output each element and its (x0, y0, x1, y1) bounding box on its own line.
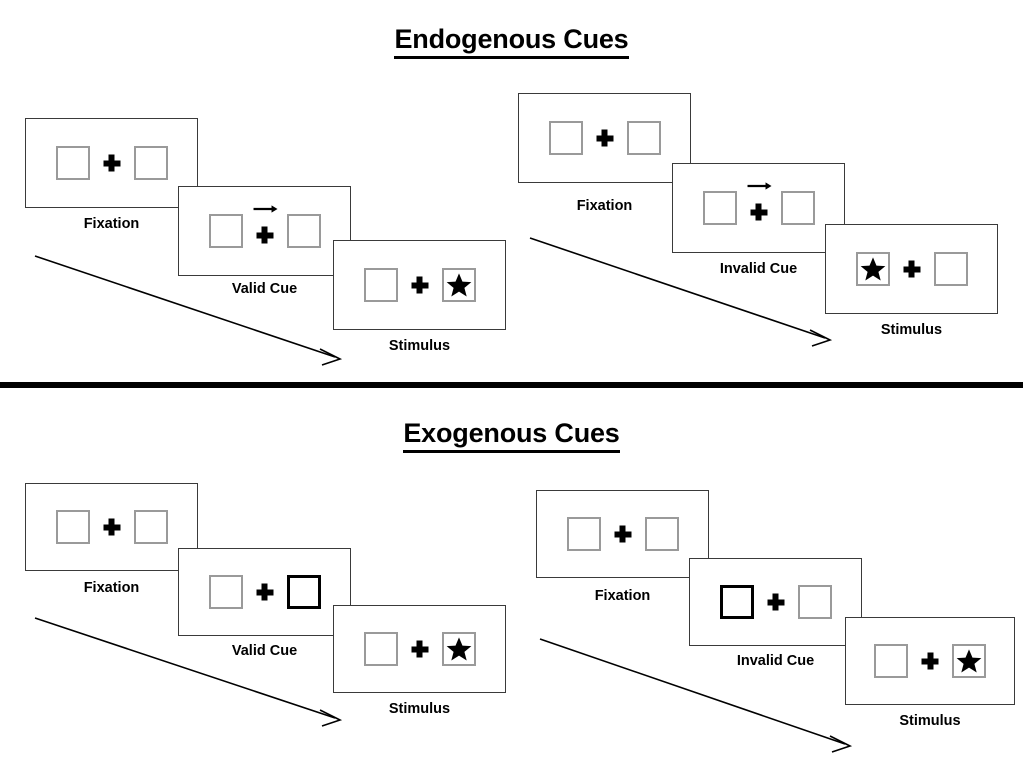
left-box (566, 517, 601, 551)
caption-endogenous-valid-stimulus: Stimulus (388, 338, 451, 354)
fixation-cross-icon (256, 226, 273, 244)
caption-endogenous-valid-cue: Valid Cue (231, 281, 298, 297)
center-column (908, 637, 952, 685)
center-column (90, 503, 134, 551)
section-title-endogenous-text: Endogenous Cues (394, 24, 629, 59)
center-column (583, 114, 627, 162)
trial-frame-exogenous-invalid-fixation (536, 490, 709, 578)
star-icon (860, 256, 886, 282)
caption-endogenous-invalid-stimulus: Stimulus (880, 322, 943, 338)
fixation-cross-icon (903, 260, 920, 278)
left-box (363, 268, 398, 302)
left-box (874, 644, 908, 678)
trial-frame-endogenous-valid-stimulus (333, 240, 506, 330)
caption-endogenous-valid-fixation: Fixation (83, 216, 140, 232)
caption-exogenous-valid-cue: Valid Cue (231, 643, 298, 659)
center-column (243, 568, 287, 616)
fixation-cross-icon (411, 276, 428, 294)
caption-exogenous-valid-stimulus: Stimulus (388, 701, 451, 717)
fixation-cross-icon (103, 154, 120, 172)
star-icon (446, 636, 472, 662)
left-box (208, 214, 243, 248)
right-box (780, 191, 815, 225)
star-icon (956, 648, 982, 674)
star-icon (446, 272, 472, 298)
fixation-cross-icon (614, 525, 631, 543)
right-box (626, 121, 661, 155)
frame-contents (537, 491, 708, 577)
frame-contents (179, 187, 350, 275)
trial-frame-endogenous-invalid-fixation (518, 93, 691, 183)
left-box (702, 191, 737, 225)
section-title-exogenous: Exogenous Cues (0, 418, 1023, 453)
trial-frame-exogenous-valid-fixation (25, 483, 198, 571)
arrow-right-cue-icon (746, 181, 772, 191)
frame-contents (179, 549, 350, 635)
right-box (952, 644, 986, 678)
left-box (548, 121, 583, 155)
right-box-cued (286, 575, 321, 609)
trial-frame-endogenous-valid-fixation (25, 118, 198, 208)
right-box (797, 585, 832, 619)
center-column (90, 139, 134, 187)
caption-exogenous-invalid-fixation: Fixation (594, 588, 651, 604)
left-box-cued (719, 585, 754, 619)
frame-contents (519, 94, 690, 182)
trial-frame-exogenous-invalid-cue (689, 558, 862, 646)
left-box (208, 575, 243, 609)
right-box (644, 517, 679, 551)
trial-frame-exogenous-valid-stimulus (333, 605, 506, 693)
center-column (754, 578, 798, 626)
section-title-exogenous-text: Exogenous Cues (403, 418, 620, 453)
center-column (398, 625, 442, 673)
right-box (933, 252, 968, 286)
trial-frame-endogenous-valid-cue (178, 186, 351, 276)
trial-frame-endogenous-invalid-cue (672, 163, 845, 253)
fixation-cross-icon (750, 203, 767, 221)
frame-contents (673, 164, 844, 252)
frame-contents (26, 484, 197, 570)
right-box (133, 510, 168, 544)
fixation-cross-icon (256, 583, 273, 601)
section-divider (0, 382, 1023, 388)
fixation-cross-icon (921, 652, 939, 670)
center-column (243, 204, 287, 255)
frame-contents (26, 119, 197, 207)
fixation-cross-icon (596, 129, 613, 147)
left-box (855, 252, 890, 286)
trial-frame-exogenous-invalid-stimulus (845, 617, 1015, 705)
caption-endogenous-invalid-cue: Invalid Cue (719, 261, 798, 277)
fixation-cross-icon (103, 518, 120, 536)
left-box (363, 632, 398, 666)
frame-contents (334, 606, 505, 692)
left-box (55, 146, 90, 180)
fixation-cross-icon (767, 593, 784, 611)
center-column (398, 261, 442, 309)
section-title-endogenous: Endogenous Cues (0, 24, 1023, 59)
center-column (601, 510, 645, 558)
frame-contents (334, 241, 505, 329)
right-box (133, 146, 168, 180)
caption-exogenous-invalid-stimulus: Stimulus (899, 713, 961, 729)
frame-contents (846, 618, 1014, 704)
right-box (441, 632, 476, 666)
left-box (55, 510, 90, 544)
arrow-right-cue-icon (252, 204, 278, 214)
fixation-cross-icon (411, 640, 428, 658)
caption-exogenous-valid-fixation: Fixation (83, 580, 140, 596)
frame-contents (690, 559, 861, 645)
flow-arrow-exogenous-invalid (510, 627, 880, 767)
trial-frame-endogenous-invalid-stimulus (825, 224, 998, 314)
center-column (737, 181, 781, 232)
center-column (890, 245, 934, 293)
trial-frame-exogenous-valid-cue (178, 548, 351, 636)
caption-endogenous-invalid-fixation: Fixation (576, 198, 633, 214)
right-box (286, 214, 321, 248)
caption-exogenous-invalid-cue: Invalid Cue (736, 653, 815, 669)
right-box (441, 268, 476, 302)
frame-contents (826, 225, 997, 313)
